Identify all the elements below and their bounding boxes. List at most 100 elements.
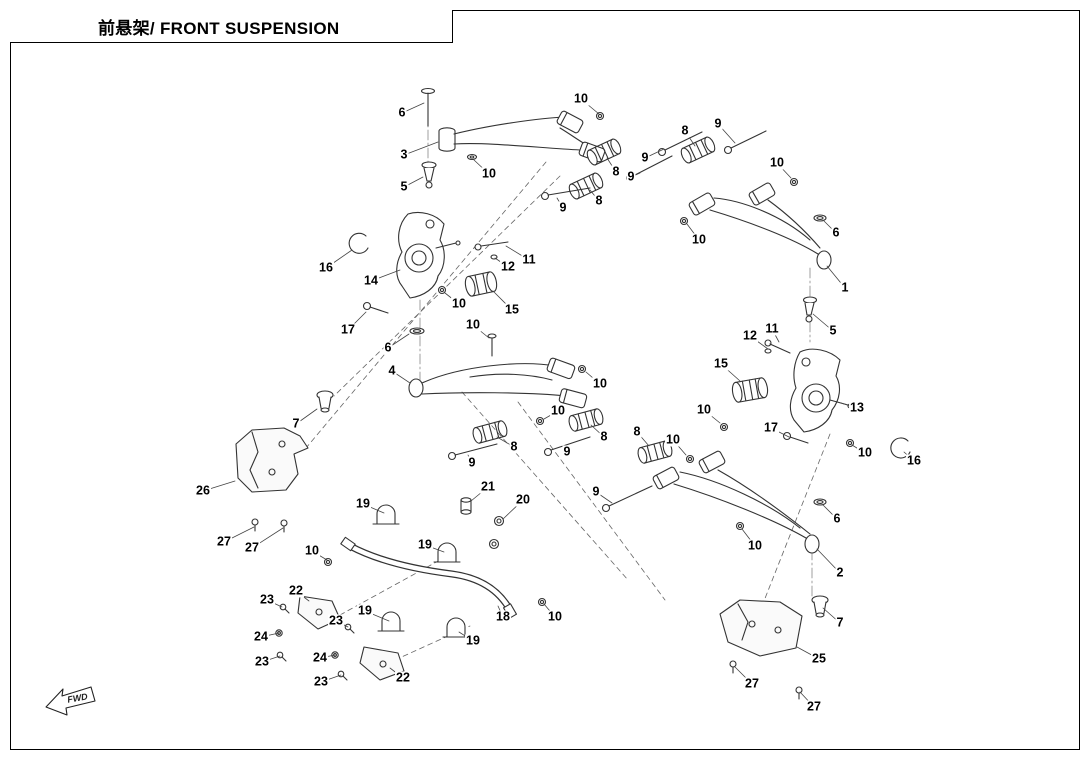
part-callout-9: 9	[558, 200, 568, 215]
part-callout-9: 9	[626, 169, 636, 184]
part-callout-10: 10	[696, 402, 712, 417]
part-callout-10: 10	[547, 609, 563, 624]
part-callout-1: 1	[840, 280, 850, 295]
part-callout-8: 8	[509, 439, 519, 454]
bolt-top	[420, 87, 436, 127]
part-callout-11: 11	[764, 321, 780, 336]
fwd-arrow: FWD	[45, 686, 96, 716]
part-callout-19: 19	[355, 496, 371, 511]
skid-plate-right	[719, 599, 803, 657]
bushing-15-left	[464, 271, 498, 297]
nut-10-c	[679, 177, 799, 226]
part-callout-8: 8	[594, 193, 604, 208]
circlip-left	[348, 232, 369, 254]
part-callout-4: 4	[387, 363, 397, 378]
upper-arm-right	[688, 182, 832, 270]
stud-10-mid	[487, 333, 497, 357]
screws-27-right	[729, 660, 803, 700]
skid-bracket-left	[235, 427, 309, 493]
part-callout-6: 6	[831, 225, 841, 240]
part-callout-7: 7	[291, 416, 301, 431]
part-callout-11: 11	[521, 252, 537, 267]
bolt-17-left	[362, 301, 389, 314]
part-callout-23: 23	[328, 613, 344, 628]
part-callout-7: 7	[835, 615, 845, 630]
part-callout-9: 9	[562, 444, 572, 459]
part-callout-27: 27	[744, 676, 760, 691]
screws-27-left	[251, 518, 288, 533]
washer-6-left	[409, 327, 425, 335]
nut-10-left	[437, 285, 447, 295]
part-callout-9: 9	[467, 455, 477, 470]
part-callout-10: 10	[857, 445, 873, 460]
part-callout-10: 10	[550, 403, 566, 418]
part-callout-23: 23	[259, 592, 275, 607]
part-callout-23: 23	[313, 674, 329, 689]
bolt-11-left	[474, 241, 509, 260]
fwd-label: FWD	[67, 691, 89, 704]
part-callout-10: 10	[747, 538, 763, 553]
part-callout-27: 27	[806, 699, 822, 714]
part-callout-10: 10	[481, 166, 497, 181]
part-callout-24: 24	[253, 629, 269, 644]
washer-6-lower-right	[813, 498, 827, 506]
clamps-19	[372, 504, 470, 638]
ball-joint-left	[421, 161, 437, 189]
part-callout-10: 10	[665, 432, 681, 447]
part-callout-22: 22	[288, 583, 304, 598]
lower-arm-right	[652, 450, 820, 554]
part-callout-10: 10	[465, 317, 481, 332]
part-callout-14: 14	[363, 273, 379, 288]
bolt-17-right	[782, 431, 809, 444]
stabilizer-link-20	[488, 515, 505, 550]
part-callout-8: 8	[611, 164, 621, 179]
part-callout-19: 19	[357, 603, 373, 618]
circlip-right	[890, 437, 911, 459]
part-callout-23: 23	[254, 654, 270, 669]
nut-10-b	[595, 111, 605, 121]
bushing-15-right	[731, 377, 769, 403]
washer-10-a	[466, 153, 478, 161]
page-title: 前悬架/ FRONT SUSPENSION	[98, 18, 340, 38]
part-callout-6: 6	[383, 340, 393, 355]
bolt-11-right	[764, 339, 791, 354]
part-callout-26: 26	[195, 483, 211, 498]
lower-arm-left	[408, 357, 588, 409]
part-callout-16: 16	[318, 260, 334, 275]
part-callout-10: 10	[769, 155, 785, 170]
part-callout-12: 12	[742, 328, 758, 343]
upper-arm-left	[438, 110, 606, 163]
plug-7-right	[811, 595, 829, 618]
part-callout-3: 3	[399, 147, 409, 162]
part-callout-8: 8	[632, 424, 642, 439]
nut-10-bar-left	[323, 557, 333, 567]
part-callout-10: 10	[451, 296, 467, 311]
knuckle-right	[789, 348, 853, 433]
part-callout-17: 17	[340, 322, 356, 337]
part-callout-27: 27	[216, 534, 232, 549]
part-callout-6: 6	[397, 105, 407, 120]
part-callout-15: 15	[713, 356, 729, 371]
washer-6-right	[813, 214, 827, 222]
part-callout-2: 2	[835, 565, 845, 580]
part-callout-20: 20	[515, 492, 531, 507]
part-callout-22: 22	[395, 670, 411, 685]
part-callout-8: 8	[680, 123, 690, 138]
ball-joint-right	[802, 296, 818, 323]
part-callout-10: 10	[304, 543, 320, 558]
part-callout-9: 9	[640, 150, 650, 165]
part-callout-10: 10	[592, 376, 608, 391]
part-callout-13: 13	[849, 400, 865, 415]
part-callout-5: 5	[828, 323, 838, 338]
part-callout-19: 19	[417, 537, 433, 552]
part-callout-8: 8	[599, 429, 609, 444]
part-callout-18: 18	[495, 609, 511, 624]
part-callout-5: 5	[399, 179, 409, 194]
part-callout-27: 27	[244, 540, 260, 555]
part-callout-9: 9	[591, 484, 601, 499]
part-callout-12: 12	[500, 259, 516, 274]
bracket-22-b	[359, 646, 405, 681]
part-callout-17: 17	[763, 420, 779, 435]
